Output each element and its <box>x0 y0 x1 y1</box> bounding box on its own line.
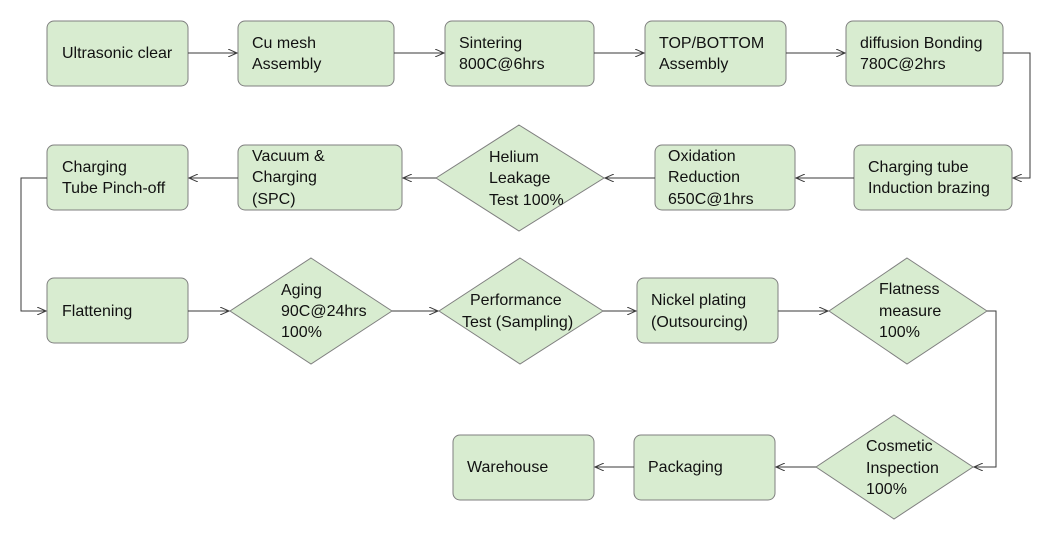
svg-text:Packaging: Packaging <box>648 459 723 476</box>
svg-text:Vacuum &Charging(SPC): Vacuum & Charging (SPC) <box>252 148 325 208</box>
step-label: Leakage <box>489 170 550 187</box>
step-label: Performance <box>470 292 562 309</box>
step-ultrasonic-clear: Ultrasonic clear <box>46 20 189 87</box>
svg-text:Ultrasonic clear: Ultrasonic clear <box>62 45 173 62</box>
step-label: 90C@24hrs <box>281 303 367 320</box>
step-label: Flatness <box>879 281 939 298</box>
arrow <box>1003 52 1031 178</box>
step-label: Test (Sampling) <box>462 314 573 331</box>
step-label: Charging <box>62 159 127 176</box>
step-label: (SPC) <box>252 191 296 208</box>
decision-aging: Aging 90C@24hrs 100% <box>229 257 393 365</box>
step-label: Vacuum & <box>252 148 325 165</box>
step-label: Cosmetic <box>866 438 933 455</box>
step-label: 100% <box>866 481 907 498</box>
step-label: Cu mesh <box>252 35 316 52</box>
step-flattening: Flattening <box>46 277 189 344</box>
arrow <box>974 310 997 467</box>
step-packaging: Packaging <box>633 434 776 501</box>
step-label: 100% <box>281 324 322 341</box>
step-label: diffusion Bonding <box>860 35 982 52</box>
step-label: Helium <box>489 149 539 166</box>
step-label: 100% <box>879 324 920 341</box>
step-label: Sintering <box>459 35 522 52</box>
step-label: Assembly <box>252 56 321 73</box>
step-label: Assembly <box>659 56 728 73</box>
decision-flatness-measure: Flatness measure 100% <box>828 257 988 365</box>
step-label: Inspection <box>866 460 939 477</box>
step-label: Nickel plating <box>651 292 746 309</box>
step-label: Charging tube <box>868 159 969 176</box>
step-label: Tube Pinch-off <box>62 180 166 197</box>
step-label: Flattening <box>62 303 132 320</box>
step-label: Packaging <box>648 459 723 476</box>
svg-text:Warehouse: Warehouse <box>467 459 548 476</box>
step-label: Induction brazing <box>868 180 990 197</box>
arrow <box>20 177 47 311</box>
svg-text:Flattening: Flattening <box>62 303 132 320</box>
step-label: Aging <box>281 282 322 299</box>
connectors <box>20 52 1031 467</box>
step-label: Reduction <box>668 169 740 186</box>
step-label: Test 100% <box>489 192 564 209</box>
step-label: measure <box>879 303 941 320</box>
svg-text:Nickel plating(Outsourcing): Nickel plating (Outsourcing) <box>651 292 748 331</box>
step-label: 780C@2hrs <box>860 56 946 73</box>
step-nickel-plating: Nickel plating (Outsourcing) <box>636 277 779 344</box>
step-vacuum-charging: Vacuum & Charging (SPC) <box>237 144 403 211</box>
step-sintering: Sintering 800C@6hrs <box>444 20 595 87</box>
step-warehouse: Warehouse <box>452 434 595 501</box>
step-top-bottom-assembly: TOP/BOTTOM Assembly <box>644 20 787 87</box>
step-diffusion-bonding: diffusion Bonding 780C@2hrs <box>845 20 1004 87</box>
step-label: Ultrasonic clear <box>62 45 173 62</box>
step-label: 650C@1hrs <box>668 191 754 208</box>
step-label: (Outsourcing) <box>651 314 748 331</box>
step-label: Warehouse <box>467 459 548 476</box>
step-label: Charging <box>252 169 317 186</box>
step-label: TOP/BOTTOM <box>659 35 764 52</box>
step-label: Oxidation <box>668 148 736 165</box>
step-label: 800C@6hrs <box>459 56 545 73</box>
